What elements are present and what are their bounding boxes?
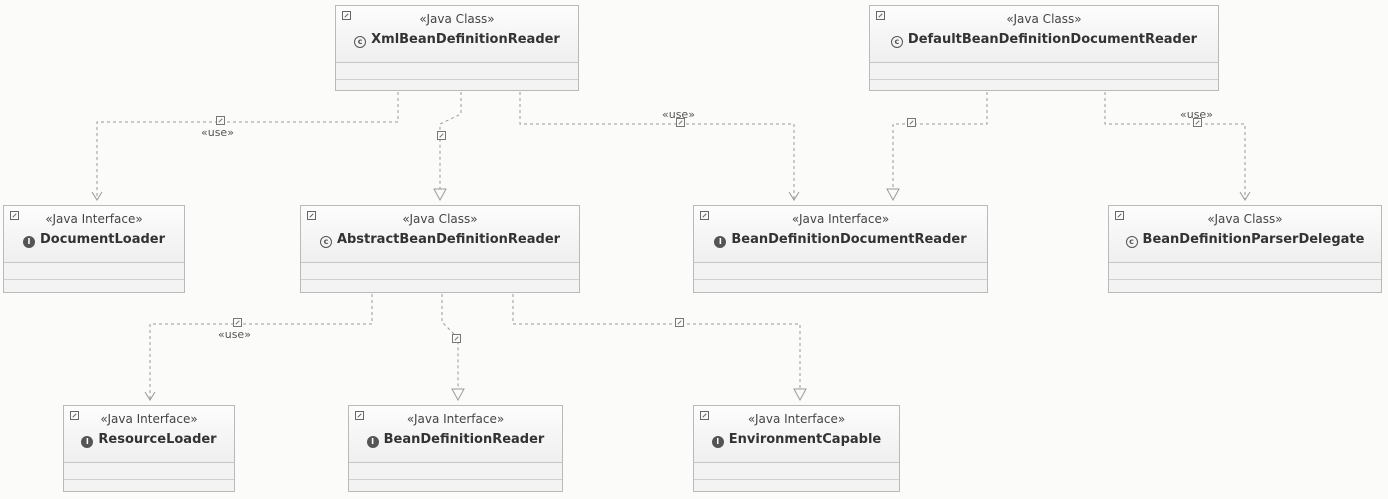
edge-label-abstract-resloader: «use» — [218, 328, 251, 341]
fields-section — [336, 63, 578, 80]
edge-xml-abstract — [439, 92, 462, 200]
node-stereotype: «Java Interface» — [791, 212, 890, 226]
node-stereotype: «Java Class» — [402, 212, 478, 226]
edge-link-icon — [452, 334, 461, 343]
node-name: ResourceLoader — [98, 432, 217, 447]
node-stereotype: «Java Class» — [1207, 212, 1283, 226]
methods-section — [694, 280, 987, 294]
arrowhead-use — [788, 191, 800, 201]
node-document-loader[interactable]: «Java Interface» I DocumentLoader — [3, 205, 185, 293]
edge-abstract-envcap — [512, 294, 801, 400]
node-stereotype: «Java Interface» — [45, 212, 143, 226]
link-icon — [1115, 211, 1124, 220]
node-name: DocumentLoader — [39, 232, 166, 247]
link-icon — [700, 411, 709, 420]
edge-default-bddr — [892, 92, 988, 200]
fields-section — [64, 463, 234, 480]
fields-section — [301, 263, 579, 280]
interface-icon: I — [714, 236, 727, 248]
node-stereotype: «Java Class» — [1006, 12, 1082, 26]
node-stereotype: «Java Interface» — [747, 412, 846, 426]
arrowhead-use — [144, 391, 156, 401]
edge-xml-bddr — [519, 92, 795, 200]
node-environment-capable[interactable]: «Java Interface» I EnvironmentCapable — [693, 405, 900, 492]
arrowhead-extends — [433, 188, 447, 202]
fields-section — [694, 263, 987, 280]
fields-section — [870, 63, 1218, 80]
class-icon: c — [1125, 236, 1138, 248]
class-icon: c — [890, 36, 903, 48]
methods-section — [64, 480, 234, 494]
node-name: AbstractBeanDefinitionReader — [336, 232, 561, 247]
link-icon — [700, 211, 709, 220]
node-bean-definition-document-reader[interactable]: «Java Interface» I BeanDefinitionDocumentR… — [693, 205, 988, 293]
node-bean-definition-reader[interactable]: «Java Interface» I BeanDefinitionReader — [348, 405, 563, 492]
methods-section — [1109, 280, 1381, 294]
node-name: BeanDefinitionParserDelegate — [1142, 232, 1365, 247]
methods-section — [336, 80, 578, 94]
link-icon — [10, 211, 19, 220]
node-name: BeanDefinitionDocumentReader — [731, 232, 967, 247]
methods-section — [301, 280, 579, 294]
node-name: EnvironmentCapable — [728, 432, 882, 447]
fields-section — [1109, 263, 1381, 280]
edge-link-icon — [676, 118, 685, 127]
edge-link-icon — [675, 318, 684, 327]
node-stereotype: «Java Class» — [419, 12, 495, 26]
arrowhead-implements — [886, 188, 900, 202]
fields-section — [4, 263, 184, 280]
link-icon — [355, 411, 364, 420]
arrowhead-use — [1239, 191, 1251, 201]
methods-section — [870, 80, 1218, 94]
edge-abstract-bdreader — [441, 294, 459, 400]
fields-section — [349, 463, 562, 480]
node-stereotype: «Java Interface» — [406, 412, 505, 426]
link-icon — [70, 411, 79, 420]
node-bean-definition-parser-delegate[interactable]: «Java Class» c BeanDefinitionParserDelegat… — [1108, 205, 1382, 293]
edge-link-icon — [233, 318, 242, 327]
node-name: XmlBeanDefinitionReader — [371, 32, 560, 47]
arrowhead-use — [91, 191, 103, 201]
node-name: DefaultBeanDefinitionDocumentReader — [907, 32, 1198, 47]
edge-label-xml-docloader: «use» — [201, 126, 234, 139]
edge-default-parser — [1104, 92, 1246, 200]
node-default-bean-definition-document-reader[interactable]: «Java Class» c DefaultBeanDefinitionDocume… — [869, 5, 1219, 91]
edge-label-default-parser: «use» — [1180, 108, 1213, 121]
node-resource-loader[interactable]: «Java Interface» I ResourceLoader — [63, 405, 235, 492]
link-icon — [876, 11, 885, 20]
node-xml-bean-definition-reader[interactable]: «Java Class» c XmlBeanDefinitionReader — [335, 5, 579, 91]
class-icon: c — [354, 36, 367, 48]
node-stereotype: «Java Interface» — [100, 412, 198, 426]
edge-xml-docloader — [96, 92, 399, 200]
edge-link-icon — [437, 131, 446, 140]
arrowhead-implements — [451, 388, 465, 402]
node-abstract-bean-definition-reader[interactable]: «Java Class» c AbstractBeanDefinitionReade… — [300, 205, 580, 293]
node-name: BeanDefinitionReader — [383, 432, 545, 447]
interface-icon: I — [22, 236, 35, 248]
edge-link-icon — [907, 118, 916, 127]
link-icon — [307, 211, 316, 220]
edge-link-icon — [216, 116, 225, 125]
arrowhead-implements — [793, 388, 807, 402]
methods-section — [4, 280, 184, 294]
interface-icon: I — [366, 436, 379, 448]
class-icon: c — [319, 236, 332, 248]
edge-link-icon — [1193, 118, 1202, 127]
methods-section — [349, 480, 562, 494]
edge-label-xml-bddr: «use» — [662, 108, 695, 121]
link-icon — [342, 11, 351, 20]
methods-section — [694, 480, 899, 494]
interface-icon: I — [711, 436, 724, 448]
interface-icon: I — [81, 436, 94, 448]
fields-section — [694, 463, 899, 480]
edge-abstract-resloader — [149, 294, 373, 400]
